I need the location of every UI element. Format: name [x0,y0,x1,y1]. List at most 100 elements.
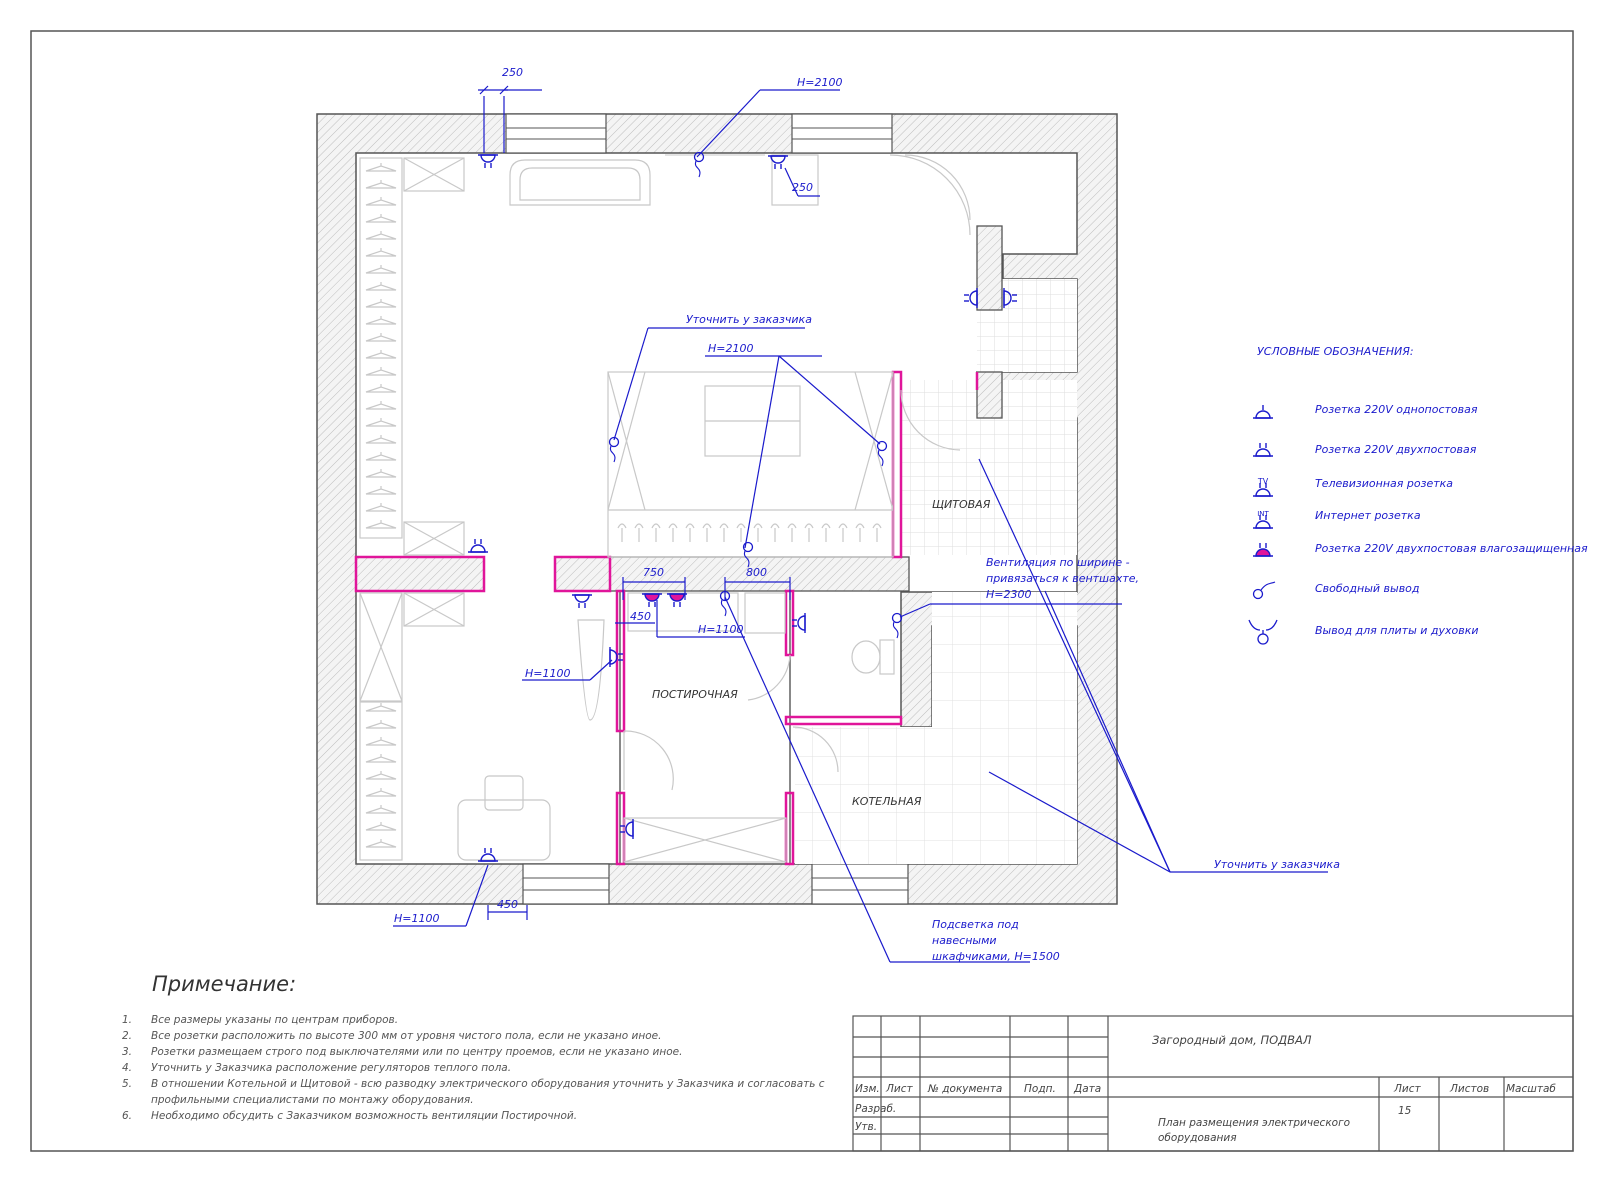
legend-label-double-socket: Розетка 220V двухпостовая [1315,443,1477,456]
cabinet-handle-icon [872,523,882,542]
tb-sheet-title-1: План размещения электрического [1158,1117,1350,1129]
dim-450-bottom: 450 [497,898,518,911]
tb-head-izm: Изм. [855,1083,880,1095]
waterproof-socket-icon [1252,542,1274,557]
cabinet-handle-icon [719,523,729,542]
hanger-icon [365,180,397,189]
height-1100-left: H=1100 [525,667,570,680]
hanger-icon [365,703,397,712]
legend-label-internet-socket: Интернет розетка [1315,509,1421,522]
hanger-icon [365,163,397,172]
hanger-icon [365,350,397,359]
hanger-icon [365,384,397,393]
note-text-4: Уточнить у Заказчика расположение регуля… [151,1062,511,1074]
height-1100-mid: H=1100 [698,623,743,636]
note-clarify-right: Уточнить у заказчика [1214,858,1340,871]
tv-socket-icon: TV [1252,477,1274,497]
note-light-line2: навесными [932,934,997,947]
cabinet-handle-icon [787,523,797,542]
tile-kotelnaya [795,727,1077,864]
legend-label-stove-outlet: Вывод для плиты и духовки [1315,624,1479,637]
note-text-5a: В отношении Котельной и Щитовой - всю ра… [151,1078,825,1090]
note-num-6: 6. [122,1110,132,1122]
tb-head-podp: Подп. [1024,1083,1056,1095]
hanger-icon [365,839,397,848]
tb-role-utv: Утв. [855,1121,877,1133]
room-label-postirochnaya: ПОСТИРОЧНАЯ [652,688,738,701]
dim-750: 750 [643,566,664,579]
hanger-icon [365,333,397,342]
tb-head-data: Дата [1073,1083,1101,1095]
legend: УСЛОВНЫЕ ОБОЗНАЧЕНИЯ: Розетка 220V одноп… [1248,345,1588,645]
cabinet-handle-icon [685,523,695,542]
note-text-6: Необходимо обсудить с Заказчиком возможн… [151,1110,577,1122]
note-clarify-top: Уточнить у заказчика [686,313,812,326]
hanger-icon [365,737,397,746]
hanger-icon [365,282,397,291]
dim-250-right: 250 [792,181,813,194]
room-label-shchitovaya: ЩИТОВАЯ [932,498,991,511]
single-socket-icon [1253,405,1273,419]
free-outlet-icon [1252,581,1276,600]
cabinet-handle-icon [804,523,814,542]
hanger-icon [365,299,397,308]
cabinet-handle-icon [838,523,848,542]
cabinet-handle-icon [736,523,746,542]
hanger-icon [365,520,397,529]
room-label-kotelnaya: КОТЕЛЬНАЯ [852,795,922,808]
note-light-line3: шкафчиками, H=1500 [932,950,1060,963]
window-top-left [505,113,607,154]
hanger-icon [365,486,397,495]
cabinet-handle-icon [634,523,644,542]
hanger-icon [365,418,397,427]
note-text-5b: профильными специалистами по монтажу обо… [151,1094,474,1106]
exterior-walls [316,113,1118,905]
furniture [359,154,971,863]
window-bottom-left [522,863,610,905]
note-vent-line1: Вентиляция по ширине - [986,556,1130,569]
legend-label-waterproof-socket: Розетка 220V двухпостовая влагозащищенна… [1315,542,1588,555]
hanger-icon [365,452,397,461]
cabinet-handle-icon [651,523,661,542]
svg-text:TV: TV [1257,477,1269,486]
legend-label-single-socket: Розетка 220V однопостовая [1315,403,1478,416]
legend-label-free-outlet: Свободный вывод [1315,582,1420,595]
hanger-icon [365,805,397,814]
note-num-4: 4. [122,1062,132,1074]
tile-kotelnaya-right [932,592,1077,727]
hanger-icon [365,754,397,763]
tb-sheet-head-list: Лист [1393,1083,1421,1095]
plan-labels: ЩИТОВАЯ ПОСТИРОЧНАЯ КОТЕЛЬНАЯ 250 250 75… [394,66,1340,963]
height-2100-mid: H=2100 [708,342,753,355]
cabinet-handle-icon [753,523,763,542]
dim-250-top: 250 [502,66,523,79]
note-num-2: 2. [122,1030,132,1042]
tb-sheet-head-masshtab: Масштаб [1506,1083,1556,1095]
hanger-icon [365,435,397,444]
hanger-icon [365,316,397,325]
tb-project: Загородный дом, ПОДВАЛ [1152,1033,1312,1047]
window-bottom-right [811,863,909,905]
hanger-icon [365,197,397,206]
hanger-icon [365,248,397,257]
note-light-line1: Подсветка под [932,918,1019,931]
hanger-icon [365,720,397,729]
notes-block: Примечание: 1. Все размеры указаны по це… [122,972,825,1122]
sheet-border [30,30,1574,1152]
tb-sheet-number: 15 [1398,1105,1412,1117]
note-text-2: Все розетки расположить по высоте 300 мм… [151,1030,661,1042]
hanger-icon [365,265,397,274]
svg-text:INT: INT [1257,510,1269,518]
hanger-icon [365,503,397,512]
note-num-3: 3. [122,1046,132,1058]
cabinet-handle-icon [617,523,627,542]
legend-label-tv-socket: Телевизионная розетка [1315,477,1453,490]
note-text-3: Розетки размещаем строго под выключателя… [151,1046,682,1058]
hanger-icon [365,214,397,223]
hanger-icon [365,367,397,376]
cabinet-handle-icon [702,523,712,542]
double-socket-icon [1252,442,1274,457]
dim-800: 800 [746,566,767,579]
note-vent-line2: привязаться к вентшахте, [986,572,1139,585]
